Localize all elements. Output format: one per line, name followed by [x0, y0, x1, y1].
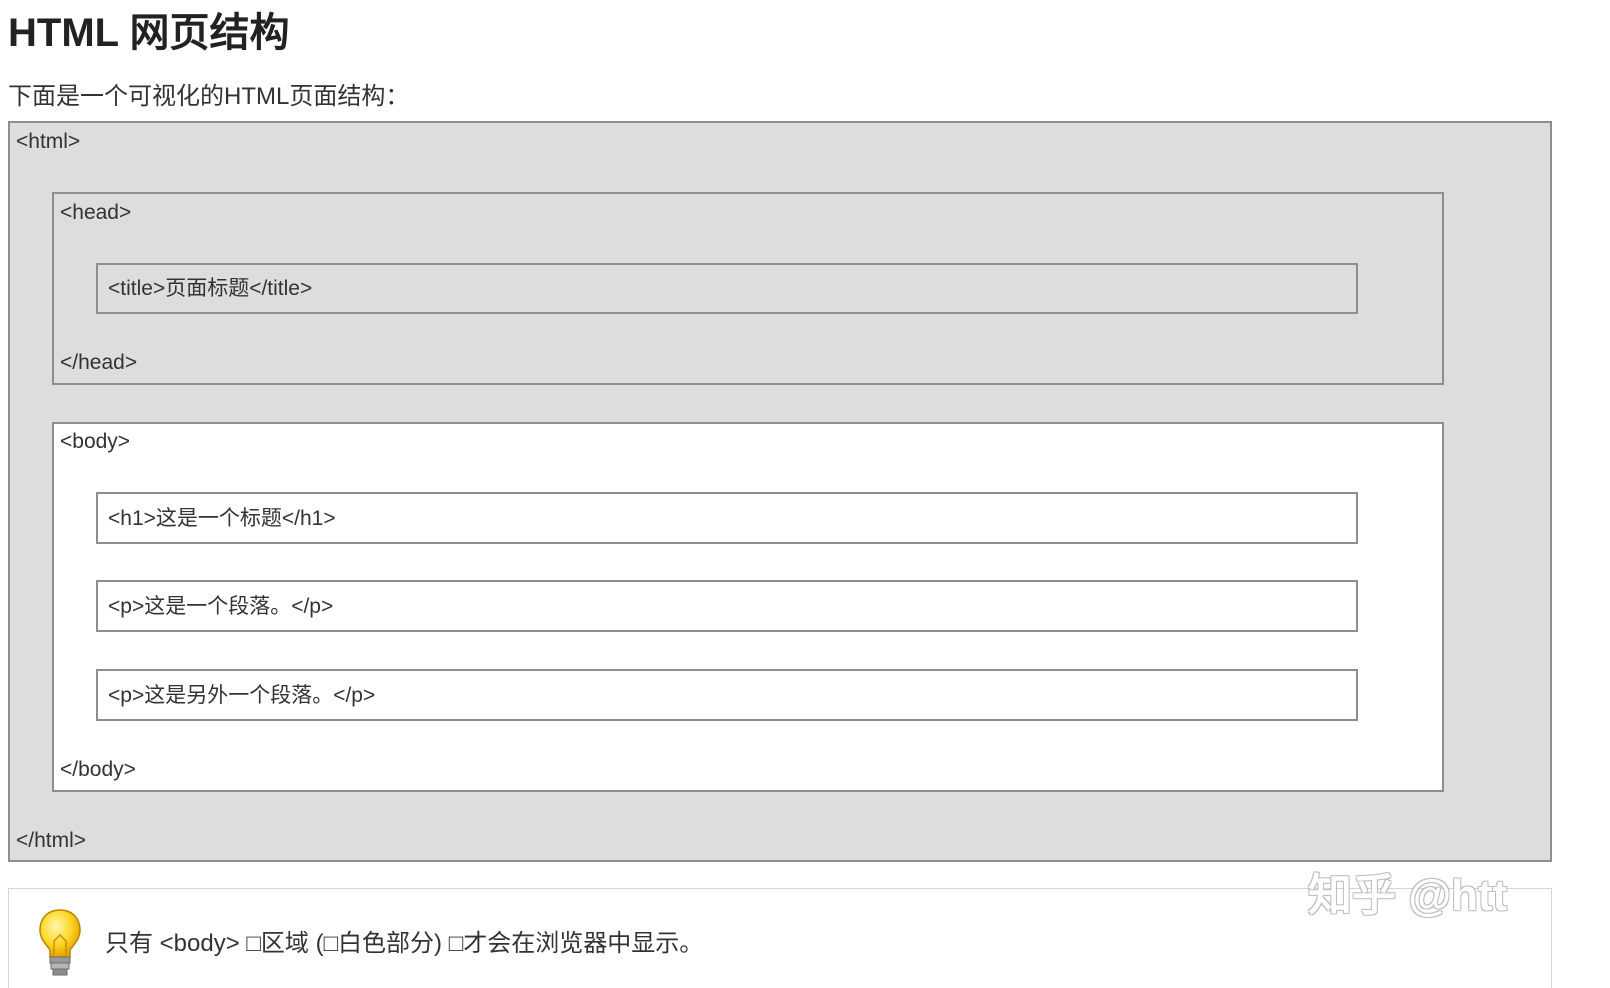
html-close-tag: </html>: [16, 829, 87, 852]
body-close-tag: </body>: [60, 758, 136, 781]
intro-text: 下面是一个可视化的HTML页面结构：: [8, 83, 410, 110]
head-close-tag: </head>: [60, 351, 138, 374]
h1-element-box: <h1>这是一个标题</h1>: [96, 492, 1358, 544]
title-element-box: <title>页面标题</title>: [96, 263, 1358, 314]
watermark: 知乎 @htt: [1308, 871, 1508, 920]
body-element-box: <body> <h1>这是一个标题</h1> <p>这是一个段落。</p> <p…: [52, 422, 1444, 792]
p2-element-text: <p>这是另外一个段落。</p>: [108, 684, 376, 707]
p1-element-text: <p>这是一个段落。</p>: [108, 595, 334, 618]
lightbulb-icon: [37, 907, 83, 979]
body-open-tag: <body>: [60, 430, 131, 453]
html-element-box: <html> <head> <title>页面标题</title> </head…: [8, 121, 1552, 862]
html-open-tag: <html>: [16, 130, 81, 153]
h1-element-text: <h1>这是一个标题</h1>: [108, 507, 336, 530]
head-element-box: <head> <title>页面标题</title> </head>: [52, 192, 1444, 385]
tip-text: 只有 <body> □区域 (□白色部分) □才会在浏览器中显示。: [105, 930, 704, 957]
p2-element-box: <p>这是另外一个段落。</p>: [96, 669, 1358, 721]
p1-element-box: <p>这是一个段落。</p>: [96, 580, 1358, 632]
page-title: HTML 网页结构: [8, 11, 290, 55]
head-open-tag: <head>: [60, 201, 132, 224]
title-element-text: <title>页面标题</title>: [108, 277, 313, 300]
tip-note: 只有 <body> □区域 (□白色部分) □才会在浏览器中显示。: [8, 888, 1552, 988]
